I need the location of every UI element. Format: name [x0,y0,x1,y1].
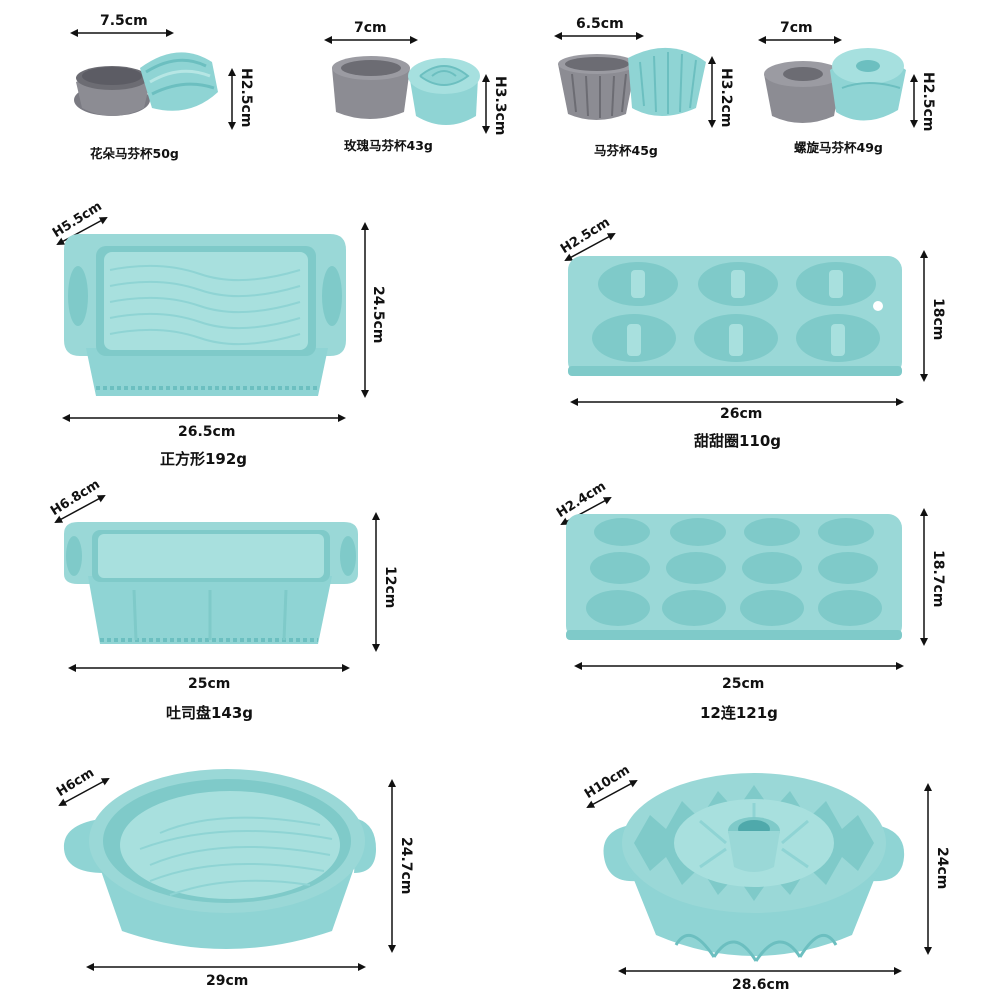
depth-arrow-icon [54,495,106,523]
depth-arrow-icon [586,780,638,808]
product-muffin-cup: 6.5cm H3.2cm 马芬杯45g [500,0,750,170]
depth-arrow-icon [564,233,616,261]
product-name: 正方形192g [160,450,248,468]
depth-arrow-icon [56,217,108,245]
product-name: 花朵马芬杯50g [90,146,179,161]
width-label: 25cm [722,676,765,692]
length-label: 18.7cm [930,550,946,608]
spiral-muffin-cup-image [758,36,918,128]
flower-muffin-cup-image [70,29,236,130]
product-flower-muffin-cup: 7.5cm H2.5cm 花朵马芬杯50g [0,0,254,170]
length-label: 24cm [934,847,950,890]
width-label: 7.5cm [100,13,148,29]
product-12-cup-muffin-pan: H2.4cm 18.7cm 25cm 12连121g [500,479,1000,730]
12-cup-muffin-pan-image [560,497,928,670]
product-name: 吐司盘143g [166,704,254,722]
width-label: 29cm [206,973,249,989]
donut-pan-image [564,233,928,406]
muffin-cup-image [554,32,716,128]
product-name: 马芬杯45g [594,143,658,158]
length-label: 12cm [382,566,398,609]
length-label: 24.5cm [370,286,386,344]
product-square-pan: H5.5cm 24.5cm 26.5cm 正方形192g [0,190,500,480]
length-label: 24.7cm [398,837,414,895]
bundt-pan-image [586,773,932,975]
square-pan-image [56,217,369,422]
rose-muffin-cup-image [324,36,490,134]
product-loaf-pan: H6.8cm 12cm 25cm 吐司盘143g [0,477,500,730]
product-name: 玫瑰马芬杯43g [344,138,433,153]
loaf-pan-image [54,495,380,672]
round-pan-image [58,769,396,971]
product-rose-muffin-cup: 7cm H3.3cm 玫瑰马芬杯43g [250,0,508,170]
depth-arrow-icon [58,778,110,806]
product-name: 甜甜圈110g [694,432,782,450]
product-spiral-muffin-cup: 7cm H2.5cm 螺旋马芬杯49g [750,0,1000,170]
width-label: 26cm [720,406,763,422]
width-label: 7cm [354,20,387,36]
width-label: 25cm [188,676,231,692]
product-round-pan: H6cm 24.7cm 29cm [0,745,500,1000]
width-label: 7cm [780,20,813,36]
product-bundt-pan: H10cm 24cm 28.6cm [500,745,1000,1000]
product-name: 螺旋马芬杯49g [794,140,883,155]
height-label: H3.2cm [718,68,734,128]
height-label: H2.5cm [920,72,936,132]
width-label: 26.5cm [178,424,236,440]
width-label: 6.5cm [576,16,624,32]
length-label: 18cm [930,298,946,341]
product-name: 12连121g [700,704,778,722]
width-label: 28.6cm [732,977,790,993]
product-donut-pan: H2.5cm 18cm 26cm 甜甜圈110g [500,190,1000,480]
